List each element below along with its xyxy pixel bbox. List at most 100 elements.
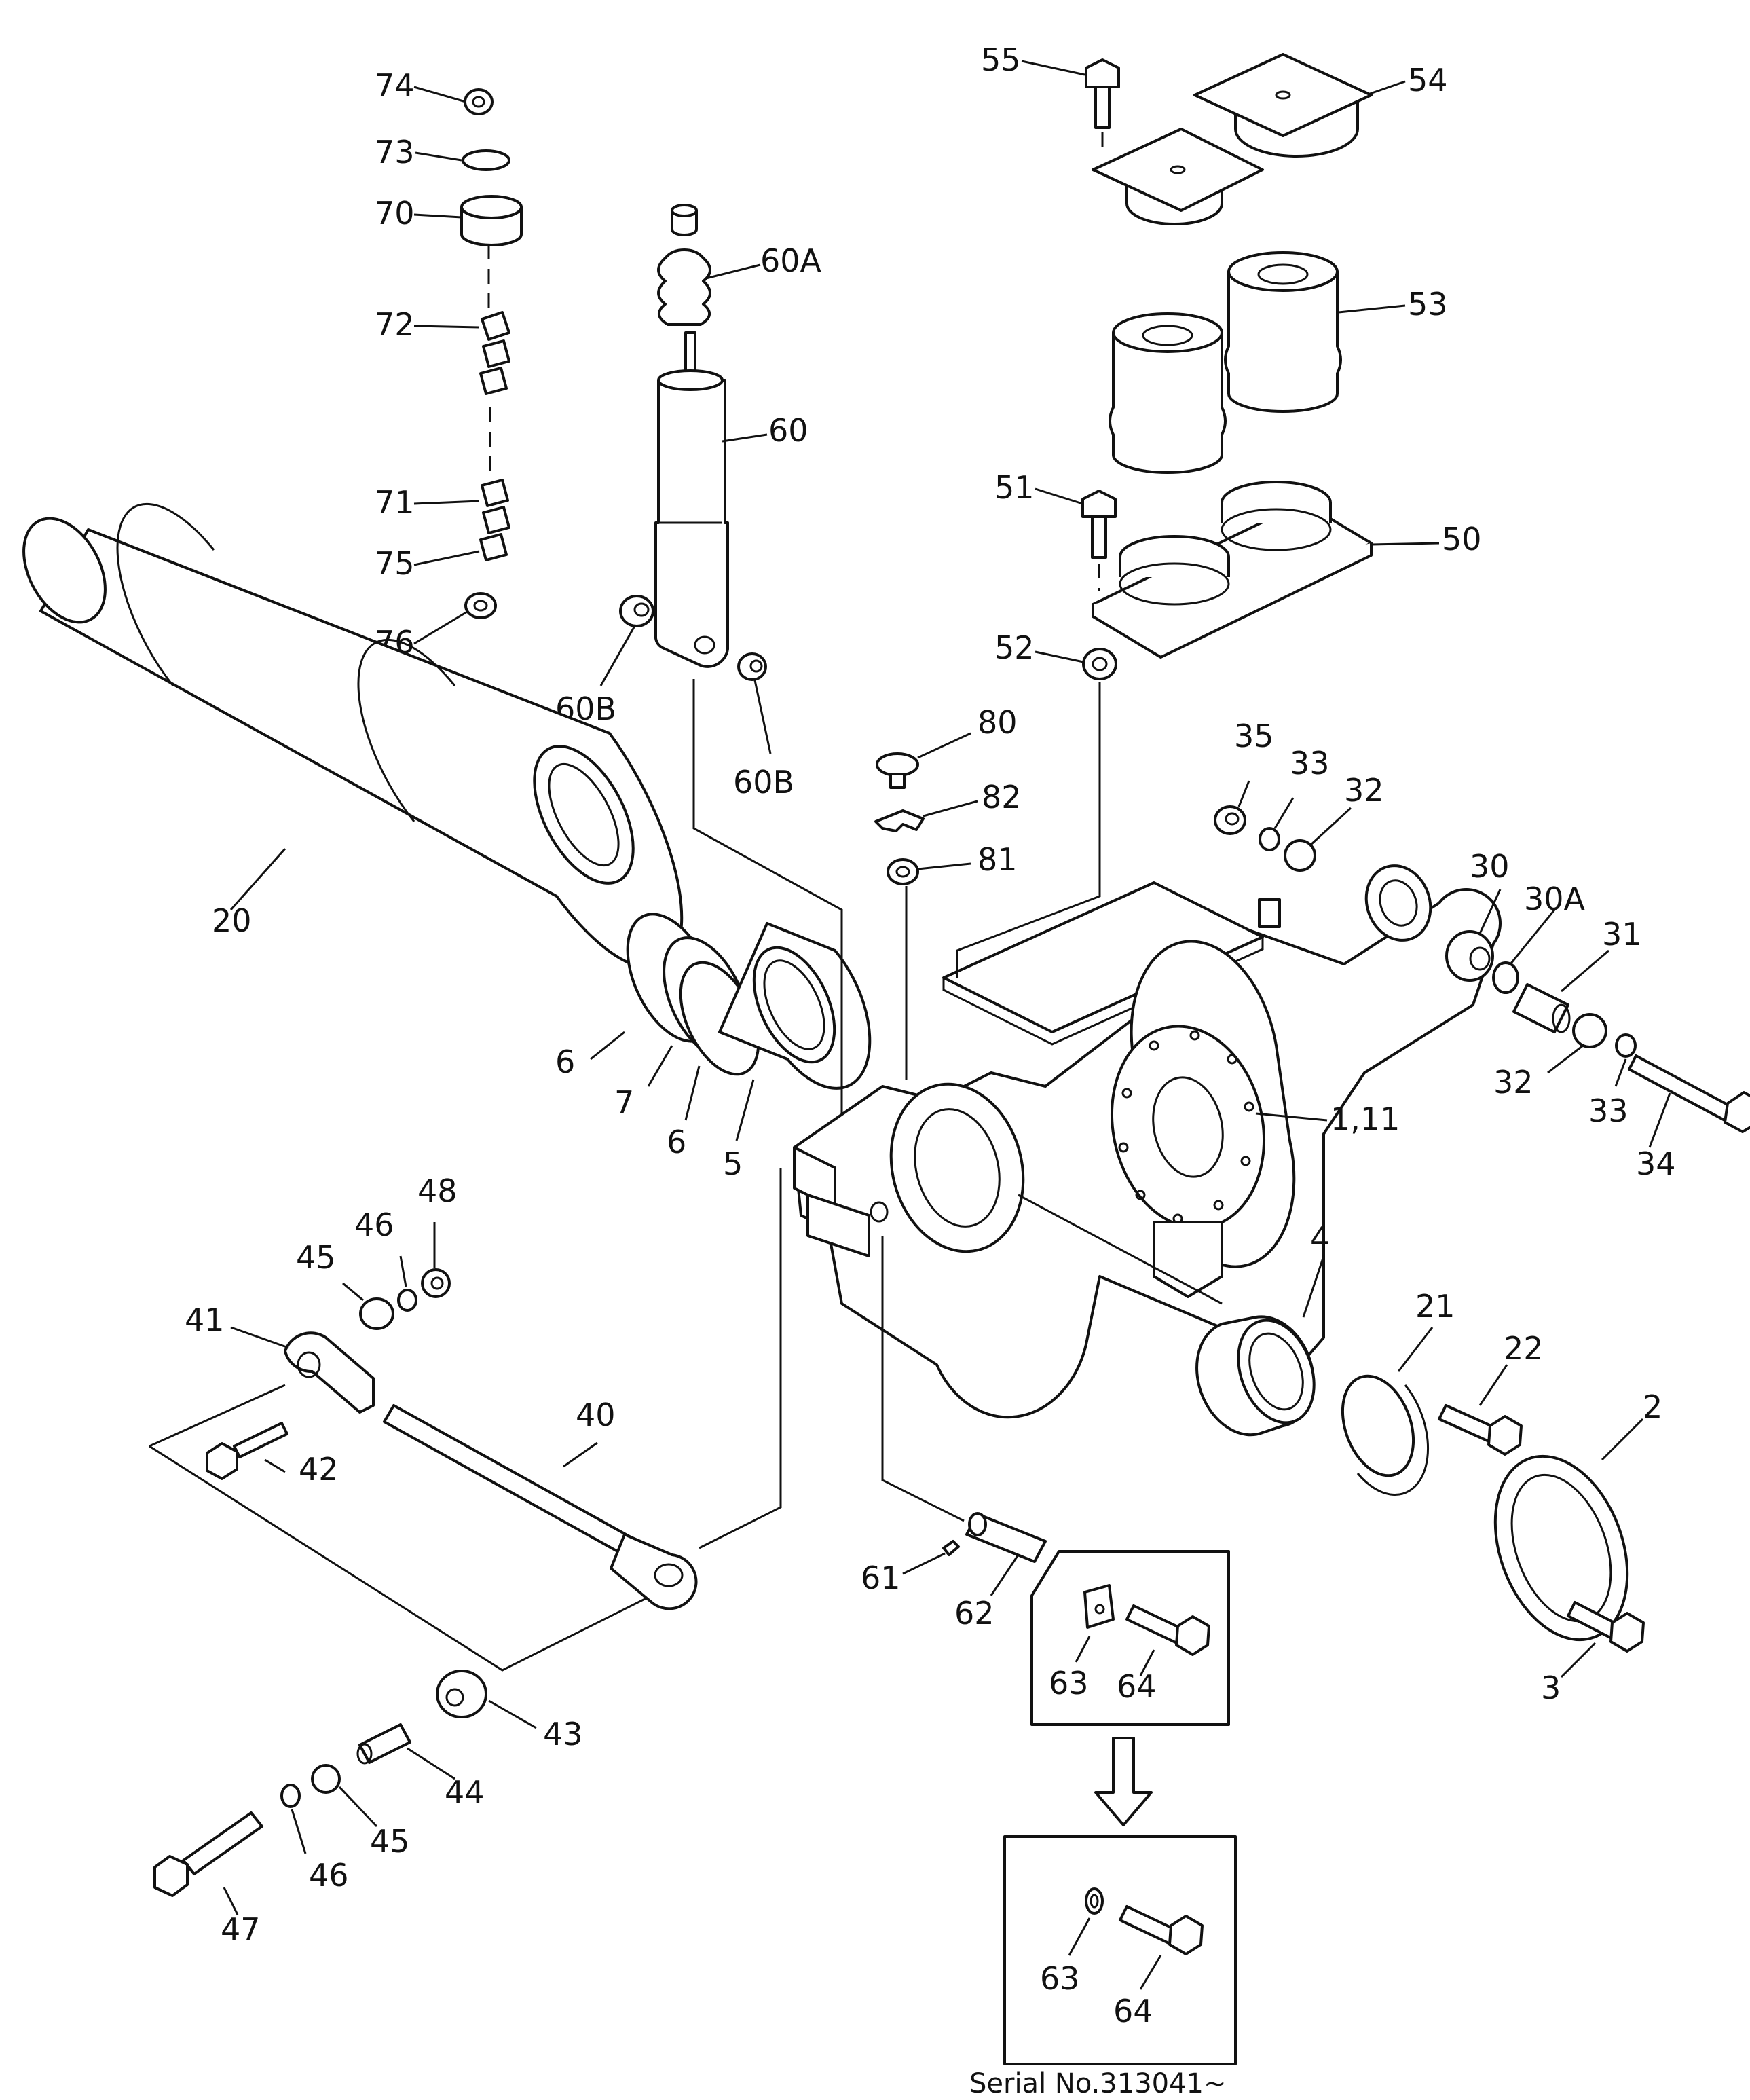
link-rod-assembly: 41 42 40 45 46 48 43 44 45 46 47 bbox=[153, 1173, 698, 1948]
part-30-bushing bbox=[1445, 930, 1494, 982]
label-32b: 32 bbox=[1493, 1064, 1533, 1101]
part-53-rubber-cushion-left bbox=[1109, 312, 1227, 474]
label-42: 42 bbox=[299, 1451, 339, 1488]
part-46-washer-bottom bbox=[280, 1784, 301, 1808]
label-43: 43 bbox=[543, 1716, 583, 1752]
shock-absorber-assembly: 60A 60 60B 60B bbox=[555, 204, 822, 800]
part-72-chain-link bbox=[479, 311, 510, 395]
detail-box-before-serial: 63 64 bbox=[1030, 1550, 1230, 1726]
part-60b-bushing-right bbox=[737, 652, 767, 681]
chain-assembly: 74 73 70 72 71 75 76 bbox=[375, 67, 523, 661]
part-54-upper-plate-left bbox=[1092, 128, 1264, 225]
label-32a: 32 bbox=[1344, 772, 1384, 809]
part-53-rubber-cushion-right bbox=[1224, 251, 1342, 413]
part-60a-bump-stop bbox=[657, 204, 711, 326]
label-47: 47 bbox=[221, 1911, 261, 1948]
part-76-nut bbox=[464, 592, 497, 619]
label-20: 20 bbox=[212, 902, 252, 939]
part-61-cotter-pin bbox=[942, 1540, 960, 1556]
part-60b-bushing-left bbox=[619, 595, 654, 627]
label-60: 60 bbox=[768, 412, 808, 449]
label-61: 61 bbox=[861, 1560, 901, 1596]
part-52-nut bbox=[1082, 648, 1117, 680]
label-41: 41 bbox=[185, 1302, 225, 1338]
label-73: 73 bbox=[375, 134, 415, 170]
part-45-bushing-top bbox=[359, 1297, 394, 1330]
part-51-bolt bbox=[1081, 490, 1117, 559]
label-6b: 6 bbox=[667, 1124, 686, 1160]
part-5-bushing bbox=[718, 922, 872, 1090]
part-63-lock-plate bbox=[1083, 1584, 1115, 1629]
part-63-lock-washer bbox=[1085, 1887, 1104, 1915]
label-75: 75 bbox=[375, 545, 415, 582]
wheel-side-assembly: 4 21 22 2 3 bbox=[1195, 1220, 1662, 1706]
down-arrow bbox=[1094, 1737, 1153, 1826]
axle-tube-assembly: 20 6 7 6 5 bbox=[22, 502, 872, 1182]
part-70-bushing bbox=[460, 195, 523, 246]
part-35-nut bbox=[1214, 805, 1246, 835]
detail-box-after-serial: 63 64 bbox=[1003, 1835, 1237, 2065]
label-22: 22 bbox=[1504, 1330, 1544, 1367]
label-33b: 33 bbox=[1588, 1092, 1628, 1129]
label-44: 44 bbox=[445, 1774, 485, 1811]
part-82-clip bbox=[874, 809, 925, 832]
part-31-sleeve bbox=[1512, 983, 1571, 1033]
label-50: 50 bbox=[1442, 521, 1482, 557]
label-7: 7 bbox=[614, 1084, 634, 1121]
label-54: 54 bbox=[1408, 62, 1448, 98]
part-50-base-plate bbox=[1092, 481, 1373, 659]
label-35: 35 bbox=[1234, 718, 1274, 754]
part-2-ring bbox=[1493, 1454, 1629, 1642]
label-55: 55 bbox=[981, 41, 1021, 78]
label-21: 21 bbox=[1415, 1288, 1455, 1325]
label-81: 81 bbox=[978, 841, 1018, 878]
part-46-washer-top bbox=[397, 1289, 417, 1312]
label-3: 3 bbox=[1541, 1670, 1561, 1706]
label-63a: 63 bbox=[1049, 1665, 1089, 1701]
part-20-axle-tube bbox=[22, 502, 684, 970]
label-30: 30 bbox=[1470, 848, 1510, 885]
part-44-sleeve bbox=[356, 1723, 411, 1765]
part-3-bolt bbox=[1567, 1601, 1645, 1653]
label-53: 53 bbox=[1408, 286, 1448, 323]
label-45b: 45 bbox=[370, 1823, 410, 1860]
part-60-piston-rod bbox=[684, 331, 696, 375]
label-46a: 46 bbox=[354, 1206, 394, 1243]
part-71-chain-link bbox=[479, 479, 510, 561]
label-30a: 30A bbox=[1524, 881, 1586, 917]
label-40: 40 bbox=[576, 1397, 616, 1433]
part-4-seal bbox=[1195, 1315, 1316, 1437]
axle-housing: 1,11 bbox=[793, 864, 1502, 1419]
label-48: 48 bbox=[417, 1173, 458, 1209]
part-22-bolt bbox=[1438, 1404, 1523, 1456]
part-45-bushing-bottom bbox=[311, 1764, 341, 1794]
label-80: 80 bbox=[978, 704, 1018, 741]
part-64-bolt bbox=[1125, 1604, 1210, 1656]
part-55-bolt bbox=[1085, 58, 1120, 129]
part-43-bushing bbox=[436, 1670, 487, 1718]
label-52: 52 bbox=[994, 629, 1035, 666]
label-34: 34 bbox=[1636, 1145, 1676, 1182]
label-82: 82 bbox=[982, 779, 1022, 815]
label-72: 72 bbox=[375, 306, 415, 343]
part-42-bolt bbox=[206, 1422, 288, 1480]
label-60b-right: 60B bbox=[733, 764, 794, 800]
label-60a: 60A bbox=[760, 242, 822, 279]
label-63b: 63 bbox=[1040, 1960, 1080, 1997]
label-5: 5 bbox=[723, 1145, 743, 1182]
part-73-washer bbox=[462, 149, 510, 171]
part-34-bolt bbox=[1628, 1054, 1750, 1133]
part-33-washer-top bbox=[1259, 827, 1280, 851]
part-30a-washer bbox=[1492, 961, 1519, 994]
grease-fitting-assembly: 80 82 81 bbox=[874, 704, 1022, 885]
label-71: 71 bbox=[375, 484, 415, 521]
label-51: 51 bbox=[994, 469, 1035, 506]
assembly-lines bbox=[149, 679, 1223, 1672]
label-2: 2 bbox=[1643, 1388, 1662, 1425]
label-31: 31 bbox=[1602, 916, 1642, 953]
label-4: 4 bbox=[1310, 1220, 1330, 1257]
part-62-pin bbox=[965, 1512, 1047, 1563]
mount-assembly: 55 54 53 51 50 52 bbox=[981, 41, 1482, 680]
flange-bolt-holes bbox=[1118, 1030, 1254, 1224]
